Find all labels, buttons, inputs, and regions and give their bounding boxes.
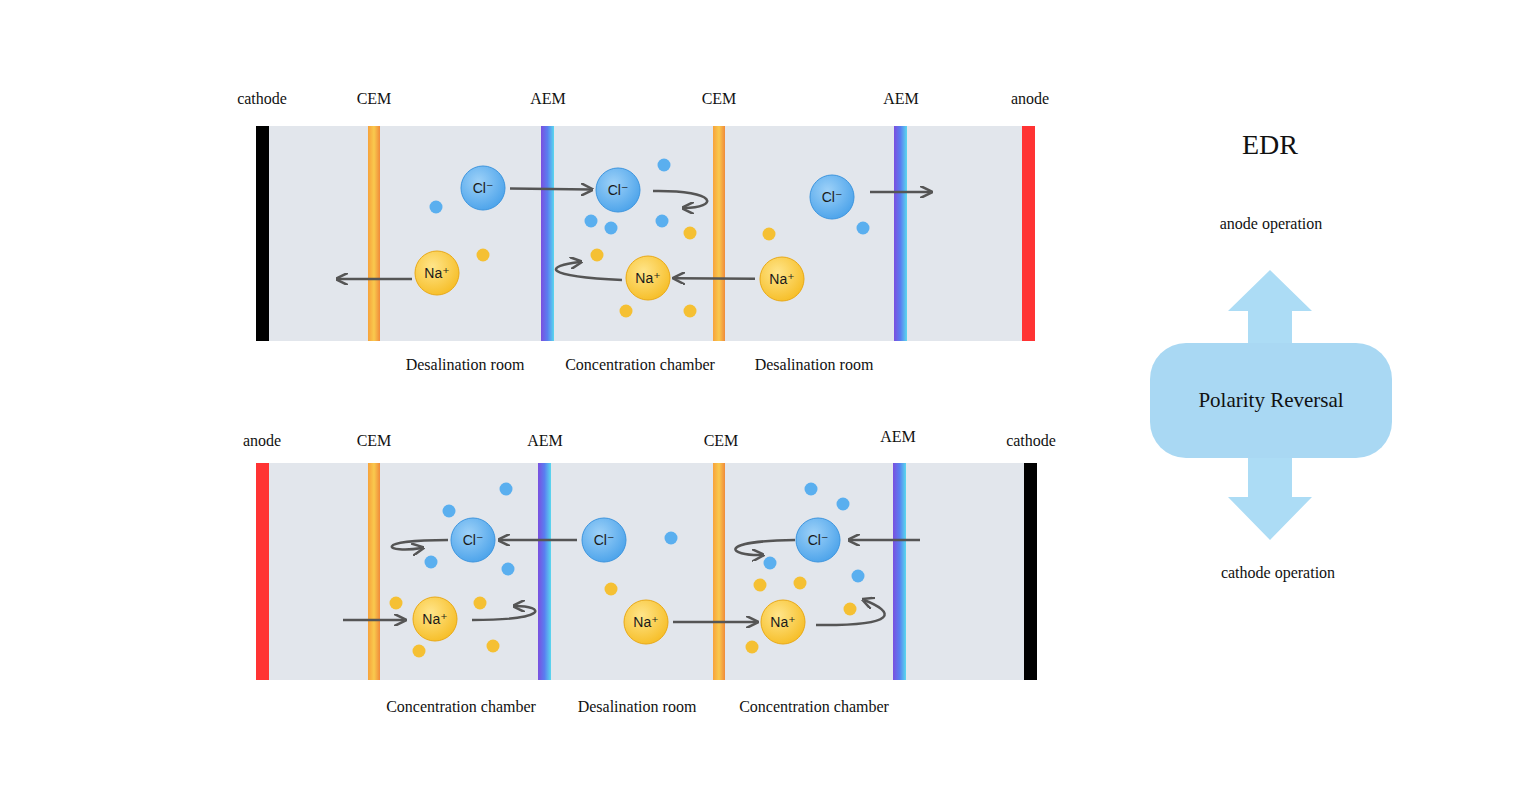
- ion-symbol: Na⁺: [424, 265, 449, 281]
- ion-flow-arrows: [338, 191, 930, 625]
- ion-circle: Na⁺: [414, 250, 460, 296]
- ion-symbol: Cl⁻: [608, 182, 629, 198]
- ion-migration-arrow: [675, 277, 755, 280]
- anode-plate: [1022, 126, 1035, 341]
- ion-migration-arrow: [673, 621, 756, 624]
- membranes: [368, 126, 907, 680]
- ion-circle: Cl⁻: [809, 174, 855, 220]
- ion-circle: Na⁺: [623, 599, 669, 645]
- part-label: CEM: [357, 432, 392, 450]
- region-label: Desalination room: [406, 356, 525, 374]
- process-box: Polarity Reversal: [1150, 343, 1392, 458]
- part-label: AEM: [530, 90, 566, 108]
- ion-symbol: Na⁺: [633, 614, 658, 630]
- ion-circle: Na⁺: [625, 255, 671, 301]
- region-label: anode operation: [1220, 215, 1323, 233]
- ion-circle: Cl⁻: [595, 167, 641, 213]
- ion-symbol: Cl⁻: [808, 532, 829, 548]
- part-label: anode: [243, 432, 281, 450]
- anode-plate: [256, 463, 269, 680]
- part-label: cathode: [1006, 432, 1056, 450]
- part-label: AEM: [883, 90, 919, 108]
- ion-symbol: Na⁺: [769, 271, 794, 287]
- ion-symbol: Na⁺: [770, 614, 795, 630]
- region-label: Desalination room: [755, 356, 874, 374]
- box-text: Polarity Reversal: [1198, 388, 1343, 413]
- ion-symbol: Na⁺: [422, 611, 447, 627]
- region-label: Desalination room: [578, 698, 697, 716]
- ion-migration-arrow: [510, 188, 591, 189]
- part-label: anode: [1011, 90, 1049, 108]
- region-label: Concentration chamber: [739, 698, 889, 716]
- part-label: cathode: [237, 90, 287, 108]
- ion-migration-arrow: [500, 539, 577, 542]
- ion-circle: Cl⁻: [581, 517, 627, 563]
- part-label: CEM: [704, 432, 739, 450]
- ion-symbol: Cl⁻: [463, 532, 484, 548]
- part-label: AEM: [527, 432, 563, 450]
- ion-circle: Cl⁻: [460, 165, 506, 211]
- ion-circle: Cl⁻: [795, 517, 841, 563]
- region-label: Concentration chamber: [565, 356, 715, 374]
- ion-circle: Na⁺: [759, 256, 805, 302]
- ion-circle: Cl⁻: [450, 517, 496, 563]
- part-label: AEM: [880, 428, 916, 446]
- ion-dots: [390, 159, 870, 658]
- ion-circle: Na⁺: [760, 599, 806, 645]
- ion-symbol: Cl⁻: [822, 189, 843, 205]
- ion-symbol: Cl⁻: [594, 532, 615, 548]
- cathode-plate: [256, 126, 269, 341]
- diagram-title: EDR: [1242, 129, 1298, 161]
- part-label: CEM: [702, 90, 737, 108]
- cathode-plate: [1024, 463, 1037, 680]
- ion-symbol: Cl⁻: [473, 180, 494, 196]
- cell-panel: [262, 126, 1032, 341]
- region-label: Concentration chamber: [386, 698, 536, 716]
- ion-circle: Na⁺: [412, 596, 458, 642]
- ion-symbol: Na⁺: [635, 270, 660, 286]
- cell-panel: [262, 463, 1032, 680]
- part-label: CEM: [357, 90, 392, 108]
- region-label: cathode operation: [1221, 564, 1335, 582]
